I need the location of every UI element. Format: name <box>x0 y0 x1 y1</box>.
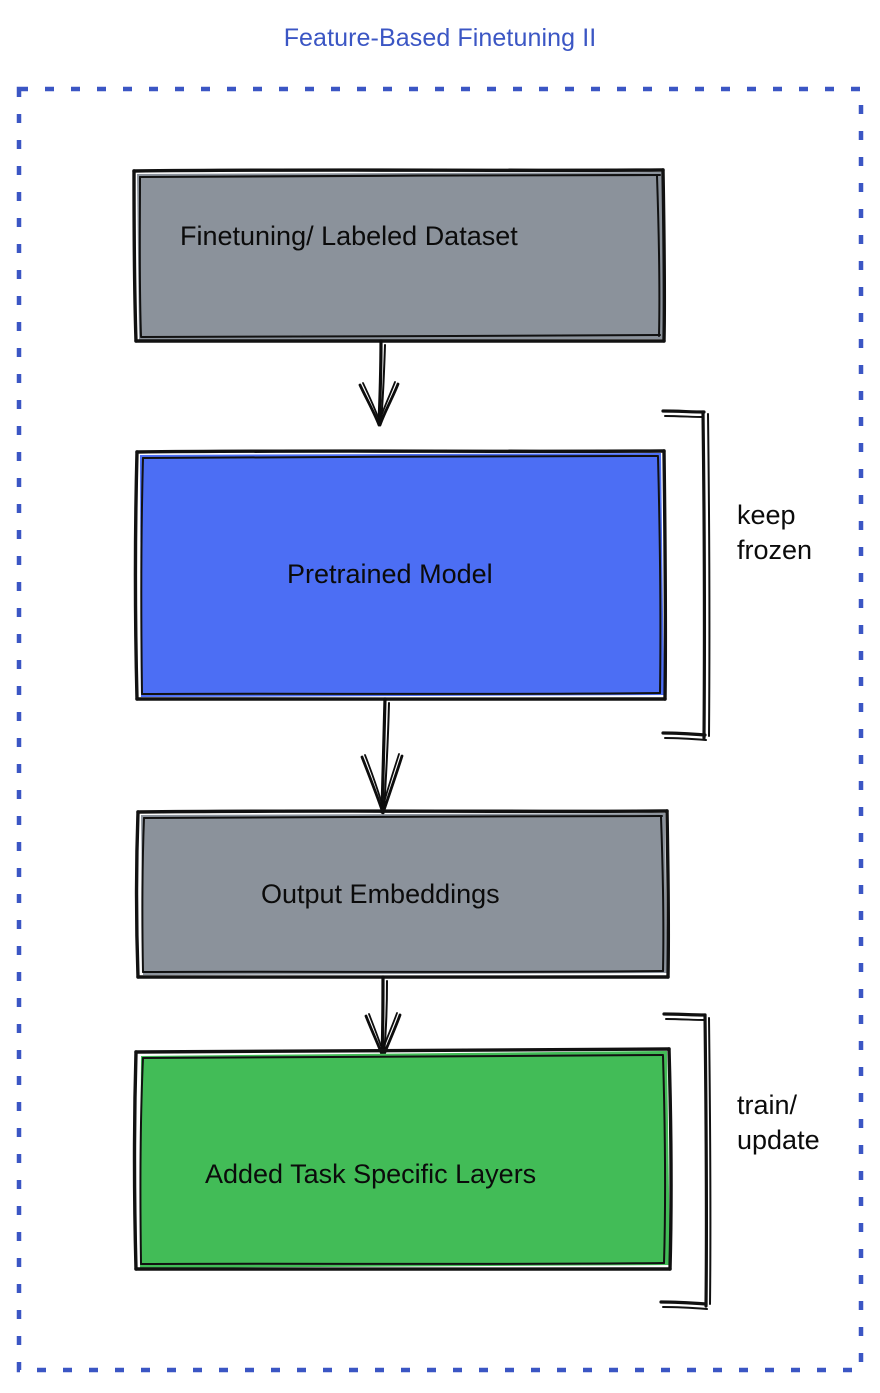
arrow-embeddings-to-tasklayers <box>364 975 402 1059</box>
node-label-tasklayers: Added Task Specific Layers <box>205 1159 537 1189</box>
node-label-embeddings: Output Embeddings <box>261 879 500 909</box>
annotation-keep-frozen: keep frozen <box>737 500 813 565</box>
outer-dashed-frame <box>16 86 864 1373</box>
annotation-train-update: train/ update <box>737 1090 820 1155</box>
node-label-dataset: Finetuning/ Labeled Dataset <box>180 221 518 251</box>
node-pretrained[interactable] <box>133 449 668 701</box>
bracket-train-update <box>659 1012 712 1310</box>
page-title: Feature-Based Finetuning II <box>283 24 597 52</box>
bracket-keep-frozen <box>661 409 711 741</box>
node-label-pretrained: Pretrained Model <box>287 559 493 589</box>
node-embeddings[interactable] <box>134 809 671 979</box>
arrow-dataset-to-pretrained <box>358 339 400 427</box>
node-dataset[interactable] <box>132 168 667 343</box>
node-tasklayers[interactable] <box>132 1047 673 1271</box>
arrow-pretrained-to-embeddings <box>360 697 404 815</box>
